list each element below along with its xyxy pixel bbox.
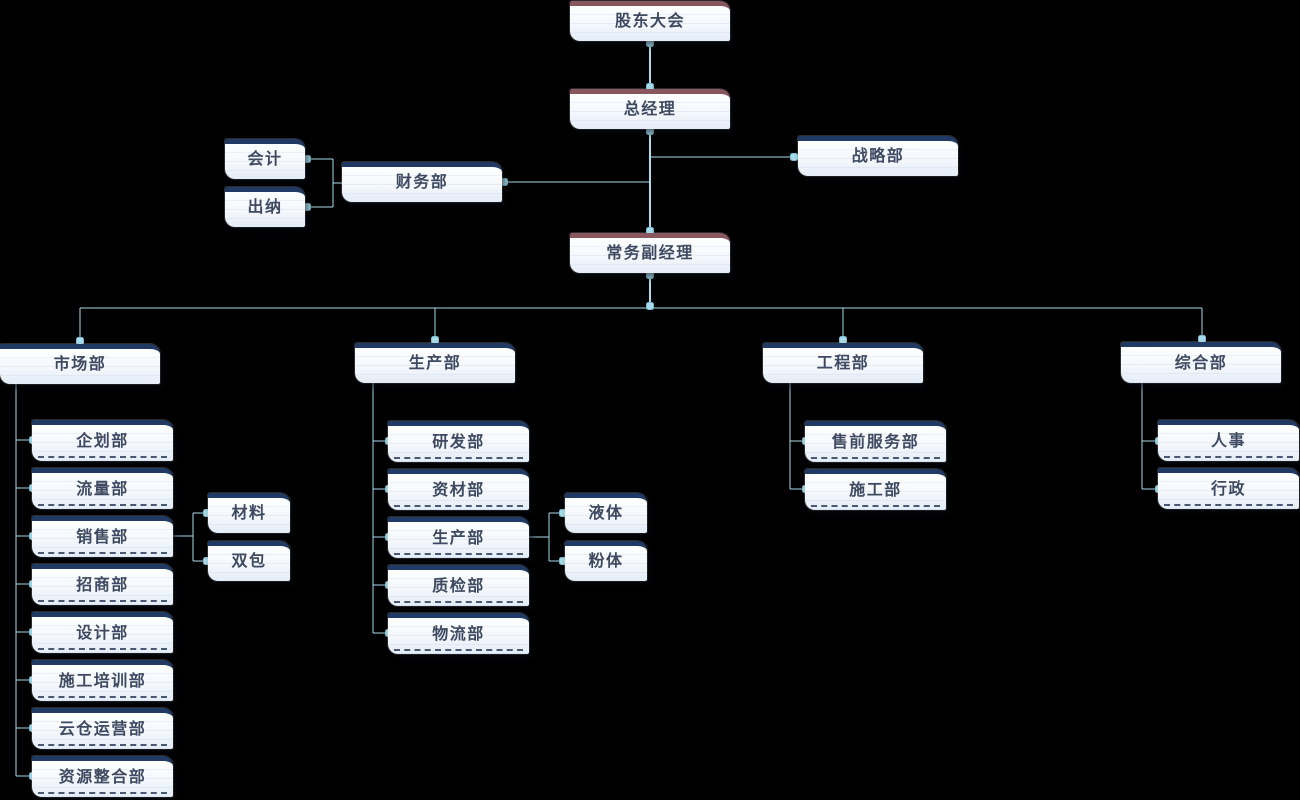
node-accounting[interactable]: 会计 <box>225 139 305 179</box>
node-logistics-dept[interactable]: 物流部 <box>388 613 529 654</box>
node-label: 售前服务部 <box>831 433 920 451</box>
node-label: 双包 <box>231 553 267 570</box>
node-label: 财务部 <box>395 174 449 191</box>
node-label: 施工培训部 <box>58 672 147 690</box>
node-label: 生产部 <box>432 529 485 547</box>
node-design-dept[interactable]: 设计部 <box>32 612 173 653</box>
node-label: 液体 <box>588 505 624 522</box>
node-label: 出纳 <box>247 199 283 216</box>
node-label: 销售部 <box>76 528 129 546</box>
node-label: 材料 <box>231 505 267 522</box>
node-label: 质检部 <box>432 577 485 595</box>
node-label: 流量部 <box>76 480 129 498</box>
node-liquid[interactable]: 液体 <box>565 493 647 533</box>
node-production-sub-dept[interactable]: 生产部 <box>388 517 529 558</box>
connector-dot <box>646 302 654 310</box>
node-presales-service-dept[interactable]: 售前服务部 <box>805 421 946 462</box>
node-general-affairs-dept[interactable]: 综合部 <box>1121 342 1281 383</box>
node-quality-inspection-dept[interactable]: 质检部 <box>388 565 529 606</box>
node-label: 工程部 <box>816 355 870 372</box>
node-label: 招商部 <box>76 576 129 594</box>
node-general-manager[interactable]: 总经理 <box>570 89 730 129</box>
node-engineering-dept[interactable]: 工程部 <box>763 343 923 383</box>
node-double-contract[interactable]: 双包 <box>208 541 290 581</box>
node-label: 人事 <box>1210 432 1246 450</box>
node-label: 云仓运营部 <box>58 720 147 738</box>
node-label: 施工部 <box>849 481 902 499</box>
node-powder[interactable]: 粉体 <box>565 541 647 581</box>
node-sales-dept[interactable]: 销售部 <box>32 516 173 557</box>
node-production-dept[interactable]: 生产部 <box>355 343 515 383</box>
node-label: 设计部 <box>76 624 129 642</box>
node-finance-dept[interactable]: 财务部 <box>342 162 502 202</box>
node-research-development-dept[interactable]: 研发部 <box>388 421 529 462</box>
node-traffic-dept[interactable]: 流量部 <box>32 468 173 509</box>
node-planning-dept[interactable]: 企划部 <box>32 420 173 461</box>
node-label: 资材部 <box>432 481 485 499</box>
node-marketing-dept[interactable]: 市场部 <box>0 344 160 384</box>
node-cashier[interactable]: 出纳 <box>225 187 305 227</box>
node-materials-supply-dept[interactable]: 资材部 <box>388 469 529 510</box>
node-label: 资源整合部 <box>58 768 147 786</box>
node-label: 会计 <box>247 151 283 168</box>
node-administration[interactable]: 行政 <box>1158 468 1299 509</box>
node-label: 粉体 <box>588 553 624 570</box>
node-label: 市场部 <box>53 356 107 373</box>
node-label: 常务副经理 <box>606 245 694 262</box>
node-construction-training-dept[interactable]: 施工培训部 <box>32 660 173 701</box>
node-shareholders-meeting[interactable]: 股东大会 <box>570 1 730 41</box>
node-resource-integration-dept[interactable]: 资源整合部 <box>32 756 173 797</box>
node-executive-deputy-gm[interactable]: 常务副经理 <box>570 233 730 273</box>
node-cloud-warehouse-operations-dept[interactable]: 云仓运营部 <box>32 708 173 749</box>
node-label: 综合部 <box>1174 354 1228 372</box>
node-construction-dept[interactable]: 施工部 <box>805 469 946 510</box>
node-human-resources[interactable]: 人事 <box>1158 420 1299 461</box>
node-label: 研发部 <box>432 433 485 451</box>
node-label: 物流部 <box>432 625 485 643</box>
node-strategy-dept[interactable]: 战略部 <box>798 136 958 176</box>
node-label: 总经理 <box>623 101 677 118</box>
node-materials[interactable]: 材料 <box>208 493 290 533</box>
node-label: 战略部 <box>851 148 905 165</box>
node-label: 生产部 <box>408 355 462 372</box>
node-label: 行政 <box>1210 480 1246 498</box>
connector-dot <box>790 153 798 161</box>
node-label: 股东大会 <box>614 13 685 30</box>
node-merchant-investment-dept[interactable]: 招商部 <box>32 564 173 605</box>
node-label: 企划部 <box>76 432 129 450</box>
